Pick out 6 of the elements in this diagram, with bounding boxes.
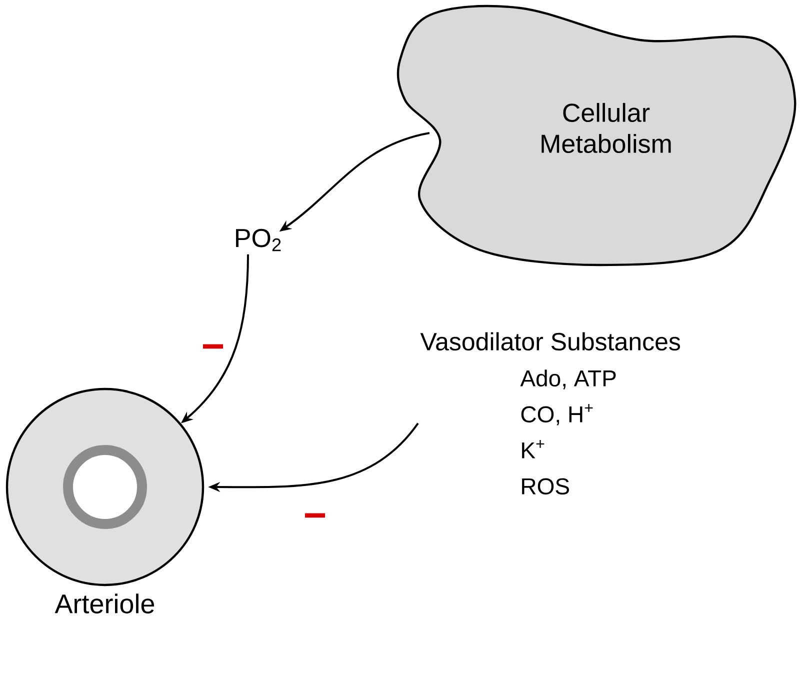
minus-sign: − <box>203 344 224 349</box>
arteriole-drawing: Arteriole <box>6 388 204 614</box>
minus-sign: − <box>305 513 326 518</box>
label-text: PO$_{2}$ <box>236 228 281 252</box>
node-label: Arteriole <box>54 594 154 614</box>
substance-list: Vasodilator Substances Ado, ATP CO, H$^{+}$ K$^{+}$ ROS <box>420 332 680 495</box>
